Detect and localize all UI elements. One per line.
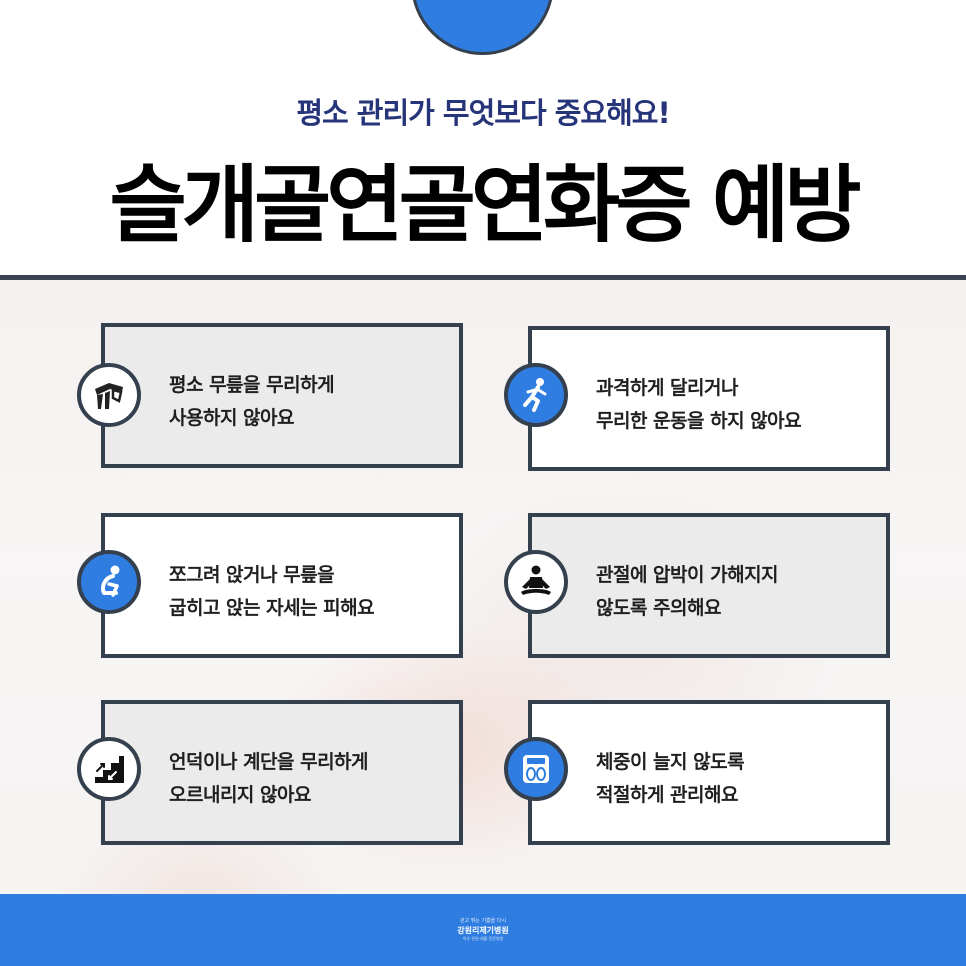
scale-icon [504,737,568,801]
tip-text-line: 쪼그려 앉거나 무릎을 [169,564,335,586]
stairs-icon [77,737,141,801]
tip-text-line: 사용하지 않아요 [169,407,294,429]
page-subtitle: 평소 관리가 무엇보다 중요해요! [296,96,670,130]
footer-bar [0,894,966,966]
meditation-person-icon [504,550,568,614]
running-person-icon [504,363,568,427]
hospital-logo: 걷고 뛰는 기쁨을 다시 강원리제기병원 척추·관절·재활 전문병원 [0,918,966,942]
tip-card-intense-exercise: 과격하게 달리거나 무리한 운동을 하지 않아요 [528,326,890,471]
tip-card-stairs: 언덕이나 계단을 무리하게 오르내리지 않아요 [101,700,463,845]
tip-text-line: 평소 무릎을 무리하게 [169,374,335,396]
tip-text-line: 굽히고 앉는 자세는 피해요 [169,597,375,619]
knee-brace-icon [77,363,141,427]
tip-text-line: 과격하게 달리거나 [596,377,738,399]
top-decorative-circle [411,0,554,55]
squatting-person-icon [77,550,141,614]
tip-text-line: 무리한 운동을 하지 않아요 [596,410,802,432]
tip-card-knee-overuse: 평소 무릎을 무리하게 사용하지 않아요 [101,323,463,468]
tip-text-line: 않도록 주의해요 [596,597,721,619]
footer-hospital-name: 강원리제기병원 [457,926,509,935]
page-title: 슬개골연골연화증 예방 [109,156,861,254]
tip-text-line: 관절에 압박이 가해지지 [596,564,779,586]
tip-text-line: 언덕이나 계단을 무리하게 [169,751,369,773]
tip-text-line: 오르내리지 않아요 [169,784,311,806]
tip-text-line: 체중이 늘지 않도록 [596,751,745,773]
tip-card-squatting: 쪼그려 앉거나 무릎을 굽히고 앉는 자세는 피해요 [101,513,463,658]
tip-card-weight: 체중이 늘지 않도록 적절하게 관리해요 [528,700,890,845]
footer-subtitle: 척추·관절·재활 전문병원 [462,936,504,941]
header-divider [0,275,966,280]
tip-text-line: 적절하게 관리해요 [596,784,738,806]
footer-tagline: 걷고 뛰는 기쁨을 다시 [459,918,507,924]
tip-card-joint-pressure: 관절에 압박이 가해지지 않도록 주의해요 [528,513,890,658]
